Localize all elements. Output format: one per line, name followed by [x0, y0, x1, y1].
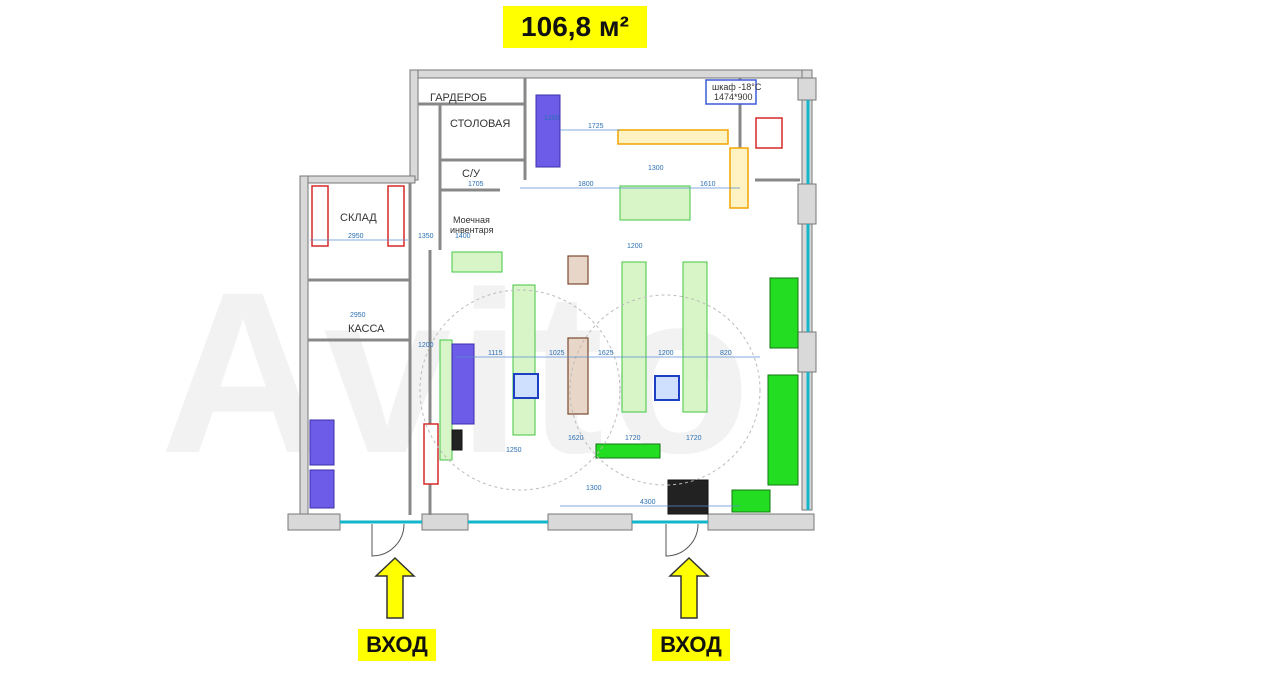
dimension-lines — [310, 129, 760, 507]
entrance-label-left: ВХОД — [358, 629, 436, 661]
red-racks — [311, 117, 783, 485]
dim-12: 1025 — [549, 350, 565, 357]
wall-bottom-1 — [287, 513, 341, 531]
pillar-3 — [797, 331, 817, 373]
freezer-box — [705, 79, 757, 105]
dim-11: 1115 — [488, 350, 503, 357]
pillar-1 — [797, 77, 817, 101]
dim-7: 2950 — [348, 233, 364, 240]
doors — [371, 523, 699, 557]
dim-15: 1250 — [506, 447, 522, 454]
dim-17: 1620 — [568, 435, 584, 442]
wall-bottom-4 — [707, 513, 815, 531]
wall-bottom-2 — [421, 513, 469, 531]
wall-storage-top — [304, 175, 416, 184]
zone-circles — [419, 289, 761, 491]
dim-5: 1200 — [627, 243, 643, 250]
dim-10: 1200 — [418, 342, 434, 349]
dim-23: 1250 — [544, 115, 560, 122]
area-label: 106,8 м² — [503, 6, 647, 48]
dim-19: 1720 — [686, 435, 702, 442]
room-washroom-1: Моечная — [453, 215, 490, 225]
room-canteen: СТОЛОВАЯ — [450, 118, 510, 130]
dim-13: 1625 — [598, 350, 614, 357]
dim-8: 1705 — [468, 181, 484, 188]
wall-top — [409, 69, 811, 79]
dim-21: 2950 — [350, 312, 366, 319]
dim-2: 1800 — [578, 181, 594, 188]
dim-20: 4300 — [640, 499, 656, 506]
freezer-label-2: 1474*900 — [714, 92, 753, 102]
blue-islands — [513, 373, 680, 401]
freezer-label-1: шкаф -18°С — [712, 82, 762, 92]
fridges-green — [595, 277, 799, 513]
checkout — [451, 429, 709, 515]
room-storage: СКЛАД — [340, 212, 377, 224]
windows — [340, 100, 810, 524]
pillar-2 — [797, 183, 817, 225]
room-wc: С/У — [462, 168, 481, 180]
entrance-label-right: ВХОД — [652, 629, 730, 661]
wall-bottom-3 — [547, 513, 633, 531]
partitions — [308, 78, 800, 515]
entrance-arrow-left — [374, 556, 416, 619]
room-cashier: КАССА — [348, 323, 385, 335]
room-cloakroom: ГАРДЕРОБ — [430, 92, 487, 104]
brown-racks — [567, 255, 589, 415]
dim-22: 820 — [720, 350, 732, 357]
orange-shelves — [617, 129, 749, 209]
dim-16: 1300 — [586, 485, 602, 492]
entrance-arrow-right — [668, 556, 710, 619]
room-washroom-2: инвентаря — [450, 225, 494, 235]
dim-9: 1400 — [455, 233, 471, 240]
dim-6: 1350 — [418, 233, 434, 240]
purple-blocks — [309, 94, 561, 509]
dim-18: 1720 — [625, 435, 641, 442]
wall-left-upper — [409, 69, 419, 181]
wall-left-lower — [299, 175, 309, 517]
dim-14: 1200 — [658, 350, 674, 357]
dim-4: 1300 — [648, 165, 664, 172]
dim-1: 1725 — [588, 123, 604, 130]
dim-3: 1610 — [700, 181, 716, 188]
